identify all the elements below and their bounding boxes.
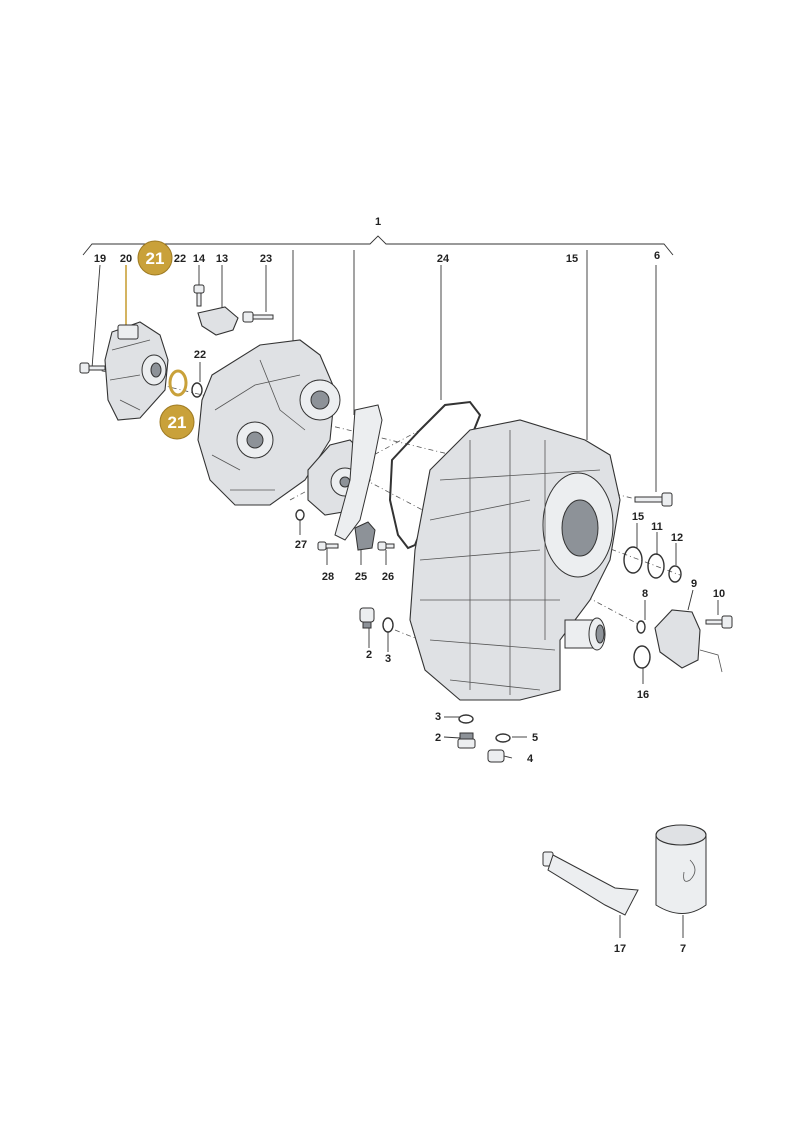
- plug-part-2-left: [359, 607, 375, 629]
- label-7: 7: [680, 943, 686, 955]
- label-19: 19: [94, 253, 106, 265]
- bolt-part-14: [193, 284, 205, 307]
- label-12: 12: [671, 532, 683, 544]
- seal-part-3-bottom: [458, 714, 474, 724]
- label-14: 14: [193, 253, 206, 265]
- label-15: 15: [632, 511, 644, 523]
- label-16: 16: [637, 689, 649, 701]
- svg-text:21: 21: [146, 249, 165, 268]
- leader-lines: [91, 250, 719, 938]
- part-labels: 1 19 20 22 14 13 23 24 15 6 22 27 28 25 …: [94, 216, 725, 955]
- housing-cover-left: [197, 339, 341, 506]
- bracket-part-13: [197, 306, 239, 336]
- label-25: 25: [355, 571, 367, 583]
- oil-container-part-7: [655, 824, 707, 914]
- o-ring-part-8: [636, 620, 646, 634]
- seal-part-5: [495, 733, 511, 743]
- seal-part-11: [647, 553, 665, 579]
- label-10: 10: [713, 588, 725, 600]
- label-17: 17: [614, 943, 626, 955]
- seal-part-15: [623, 546, 643, 574]
- bolt-part-19: [79, 362, 106, 374]
- sealant-tube-part-17: [542, 851, 639, 916]
- label-3: 3: [435, 711, 441, 723]
- chain-guide-bracket: [334, 404, 383, 541]
- label-13: 13: [216, 253, 228, 265]
- label-15: 15: [566, 253, 578, 265]
- label-20: 20: [120, 253, 132, 265]
- bolt-part-10: [705, 615, 733, 629]
- bolt-part-6: [634, 492, 673, 507]
- label-2: 2: [366, 649, 372, 661]
- highlight-marker-top[interactable]: 21: [137, 240, 173, 276]
- highlight-marker-mid[interactable]: 21: [159, 404, 195, 440]
- label-27: 27: [295, 539, 307, 551]
- label-24: 24: [437, 253, 450, 265]
- sensor-part-25: [354, 521, 376, 551]
- seal-part-12: [668, 565, 682, 583]
- main-housing-part-15: [409, 419, 621, 701]
- bolt-part-28: [317, 541, 339, 551]
- cover-plate-part-9: [654, 609, 723, 673]
- seal-part-3-left: [382, 617, 394, 633]
- label-2: 2: [435, 732, 441, 744]
- label-28: 28: [322, 571, 334, 583]
- label-9: 9: [691, 578, 697, 590]
- label-8: 8: [642, 588, 648, 600]
- bolt-part-26: [377, 541, 395, 551]
- svg-text:21: 21: [168, 413, 187, 432]
- seal-part-16: [633, 645, 651, 669]
- label-4: 4: [527, 753, 534, 765]
- actuator-part-20: [104, 321, 169, 421]
- label-11: 11: [651, 521, 663, 533]
- plug-part-2-bottom: [457, 732, 476, 749]
- label-23: 23: [260, 253, 272, 265]
- seal-ring-part-21: [168, 369, 188, 397]
- label-3: 3: [385, 653, 391, 665]
- label-5: 5: [532, 732, 538, 744]
- o-ring-part-22: [191, 382, 203, 398]
- o-ring-part-27: [295, 509, 305, 521]
- assembly-bracket: [82, 235, 674, 256]
- plug-part-4: [487, 749, 505, 763]
- label-6: 6: [654, 250, 660, 262]
- label-1: 1: [375, 216, 381, 228]
- bolt-part-23: [242, 311, 274, 323]
- label-22: 22: [174, 253, 186, 265]
- label-26: 26: [382, 571, 394, 583]
- label-22: 22: [194, 349, 206, 361]
